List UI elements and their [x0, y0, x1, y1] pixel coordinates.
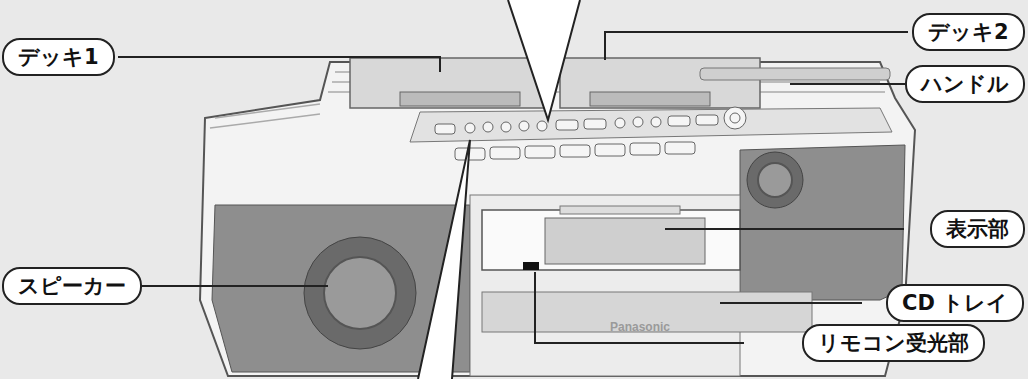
deck-lid [560, 58, 760, 108]
part-name: リモコン受光部 [818, 329, 969, 357]
buttons [435, 107, 746, 160]
part-name: スピーカー [18, 272, 126, 300]
display [545, 218, 705, 264]
deck-window [400, 92, 520, 106]
brand-logo: Panasonic [610, 320, 670, 334]
callout-box: 表示部 [930, 210, 1025, 248]
cd-slot [560, 206, 680, 214]
part-name: ハンドル [921, 70, 1009, 98]
handle [700, 68, 890, 80]
callout-wedge [418, 140, 470, 379]
speaker [747, 152, 803, 208]
part-name: デッキ1 [18, 43, 99, 71]
callout-wedge [508, 0, 580, 120]
part-name: 表示部 [946, 215, 1009, 243]
callout-box: CD トレイ [886, 284, 1024, 322]
part-name: CD トレイ [902, 289, 1008, 317]
deck-window [590, 92, 710, 106]
leader-line [118, 32, 908, 343]
callout-box: スピーカー [2, 267, 142, 305]
speaker-cone [758, 163, 792, 197]
remote-sensor [523, 262, 539, 270]
callout-box: ハンドル [905, 65, 1025, 103]
callout-box: デッキ2 [912, 13, 1025, 51]
front-panel [470, 195, 740, 376]
deck-lid [350, 58, 550, 108]
callout-box: リモコン受光部 [802, 324, 985, 362]
speaker-grille [740, 145, 905, 300]
part-name: デッキ2 [928, 18, 1009, 46]
speaker [304, 237, 416, 349]
speaker-cone [324, 257, 396, 329]
callout-box: デッキ1 [2, 38, 115, 76]
display-frame [482, 210, 740, 270]
control-panel [410, 108, 892, 142]
